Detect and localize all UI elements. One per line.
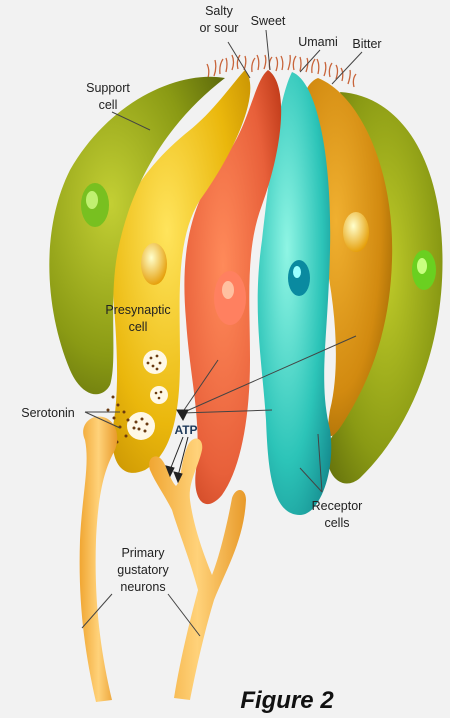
label-umami: Umami	[298, 35, 338, 49]
label-salty-or-sour: Salty	[205, 4, 234, 18]
label-support-cell-2: cell	[99, 98, 118, 112]
label-salty-or-sour-2: or sour	[200, 21, 239, 35]
figure-caption: Figure 2	[240, 687, 334, 714]
label-support-cell: Support	[86, 81, 130, 95]
label-serotonin: Serotonin	[21, 406, 75, 420]
label-atp: ATP	[174, 423, 197, 437]
label-bitter: Bitter	[352, 37, 381, 51]
nucleus-sweet	[288, 260, 310, 296]
label-receptor-cells: Receptor	[312, 499, 363, 513]
label-presynaptic-cell: Presynaptic	[105, 303, 170, 317]
label-sweet: Sweet	[251, 14, 286, 28]
label-presynaptic-cell-2: cell	[129, 320, 148, 334]
nucleus-bitter	[343, 212, 369, 252]
nucleus-presynaptic	[141, 243, 167, 285]
gustatory-neuron-left	[80, 417, 118, 702]
label-gustatory-neurons-3: neurons	[120, 580, 165, 594]
label-gustatory-neurons-2: gustatory	[117, 563, 169, 577]
label-gustatory-neurons: Primary	[121, 546, 165, 560]
label-receptor-cells-2: cells	[324, 516, 349, 530]
